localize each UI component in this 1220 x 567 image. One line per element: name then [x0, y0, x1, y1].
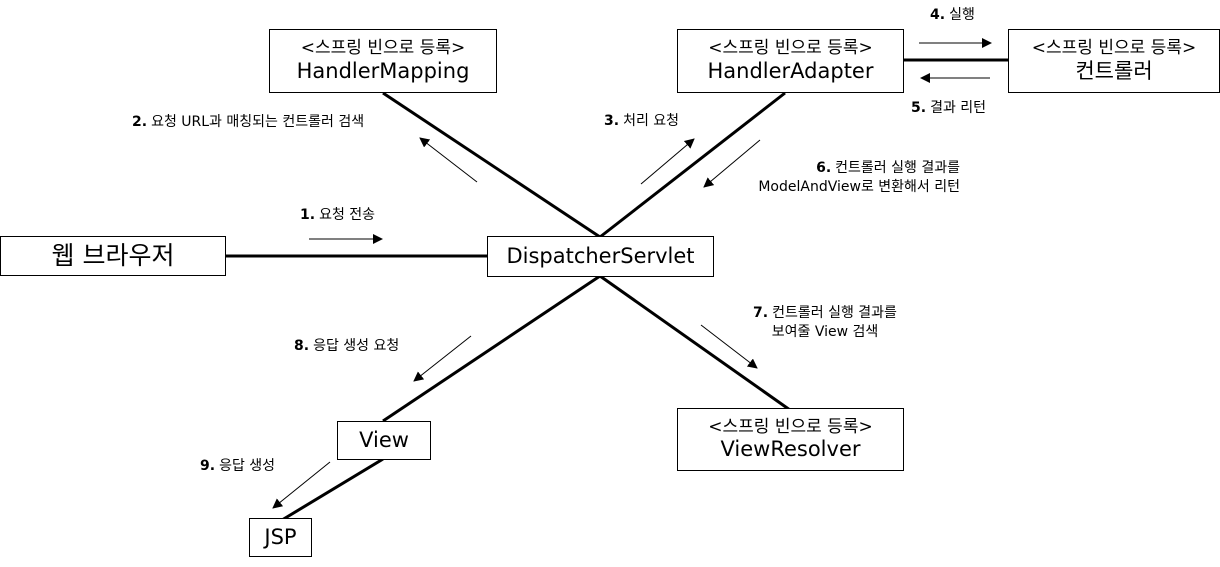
- connector-dispatcher-view: [382, 274, 601, 423]
- connector-dispatcher-viewresolver: [599, 274, 791, 412]
- step-2-label: 2.요청 URL과 매칭되는 컨트롤러 검색: [132, 113, 364, 132]
- step-text: 응답 생성: [219, 458, 276, 474]
- step-number: 1.: [300, 207, 316, 223]
- step-number: 4.: [930, 7, 946, 23]
- step-number: 5.: [911, 100, 927, 116]
- arrow-step-8: [413, 335, 472, 382]
- controller-box: <스프링 빈으로 등록> 컨트롤러: [1008, 29, 1220, 93]
- arrow-step-6: [703, 139, 761, 188]
- view-box: View: [337, 421, 431, 460]
- handler-mapping-box: <스프링 빈으로 등록> HandlerMapping: [269, 29, 497, 93]
- step-8-label: 8.응답 생성 요청: [294, 337, 399, 356]
- step-number: 8.: [294, 338, 310, 354]
- step-text: 요청 URL과 매칭되는 컨트롤러 검색: [151, 114, 365, 130]
- jsp-label: JSP: [264, 525, 297, 550]
- handler-mapping-label: HandlerMapping: [296, 58, 470, 83]
- connector-adapter-dispatcher: [599, 91, 786, 239]
- step-1-label: 1.요청 전송: [300, 206, 375, 225]
- dispatcher-servlet-box: DispatcherServlet: [487, 236, 714, 277]
- step-7-label: 7.컨트롤러 실행 결과를 보여줄 View 검색: [730, 304, 920, 342]
- step-text: 컨트롤러 실행 결과를: [835, 160, 960, 176]
- step-text: 처리 요청: [623, 113, 680, 129]
- step-text-line2: 보여줄 View 검색: [771, 324, 879, 340]
- step-number: 3.: [604, 113, 620, 129]
- step-6-label: 6.컨트롤러 실행 결과를 ModelAndView로 변환해서 리턴: [720, 159, 960, 197]
- view-label: View: [359, 428, 409, 453]
- stereotype-label: <스프링 빈으로 등록>: [1031, 38, 1197, 59]
- step-3-label: 3.처리 요청: [604, 112, 679, 131]
- connector-mapping-view: [382, 91, 601, 239]
- handler-adapter-label: HandlerAdapter: [707, 58, 874, 83]
- stereotype-label: <스프링 빈으로 등록>: [708, 416, 873, 437]
- connector-view-jsp: [281, 457, 384, 522]
- arrow-step-9: [272, 461, 331, 509]
- step-number: 7.: [753, 305, 769, 321]
- browser-label: 웹 브라우저: [51, 240, 175, 270]
- step-text: 컨트롤러 실행 결과를: [772, 305, 897, 321]
- browser-box: 웹 브라우저: [0, 236, 226, 276]
- step-text: 요청 전송: [319, 207, 376, 223]
- step-text: 응답 생성 요청: [313, 338, 400, 354]
- jsp-box: JSP: [249, 518, 312, 557]
- arrow-step-3: [640, 138, 695, 185]
- step-text-line2: ModelAndView로 변환해서 리턴: [758, 179, 960, 195]
- view-resolver-label: ViewResolver: [720, 437, 861, 462]
- step-5-label: 5.결과 리턴: [911, 99, 986, 118]
- stereotype-label: <스프링 빈으로 등록>: [708, 38, 873, 59]
- arrow-step-2: [419, 137, 478, 183]
- step-text: 실행: [949, 7, 975, 23]
- stereotype-label: <스프링 빈으로 등록>: [300, 38, 466, 59]
- handler-adapter-box: <스프링 빈으로 등록> HandlerAdapter: [677, 29, 904, 93]
- step-9-label: 9.응답 생성: [200, 457, 275, 476]
- dispatcher-servlet-label: DispatcherServlet: [506, 244, 695, 269]
- step-4-label: 4.실행: [930, 6, 975, 25]
- step-number: 2.: [132, 114, 148, 130]
- view-resolver-box: <스프링 빈으로 등록> ViewResolver: [677, 408, 904, 471]
- step-text: 결과 리턴: [930, 100, 987, 116]
- controller-label: 컨트롤러: [1075, 58, 1153, 83]
- arrow-step-7: [700, 324, 758, 369]
- step-number: 9.: [200, 458, 216, 474]
- step-number: 6.: [816, 160, 832, 176]
